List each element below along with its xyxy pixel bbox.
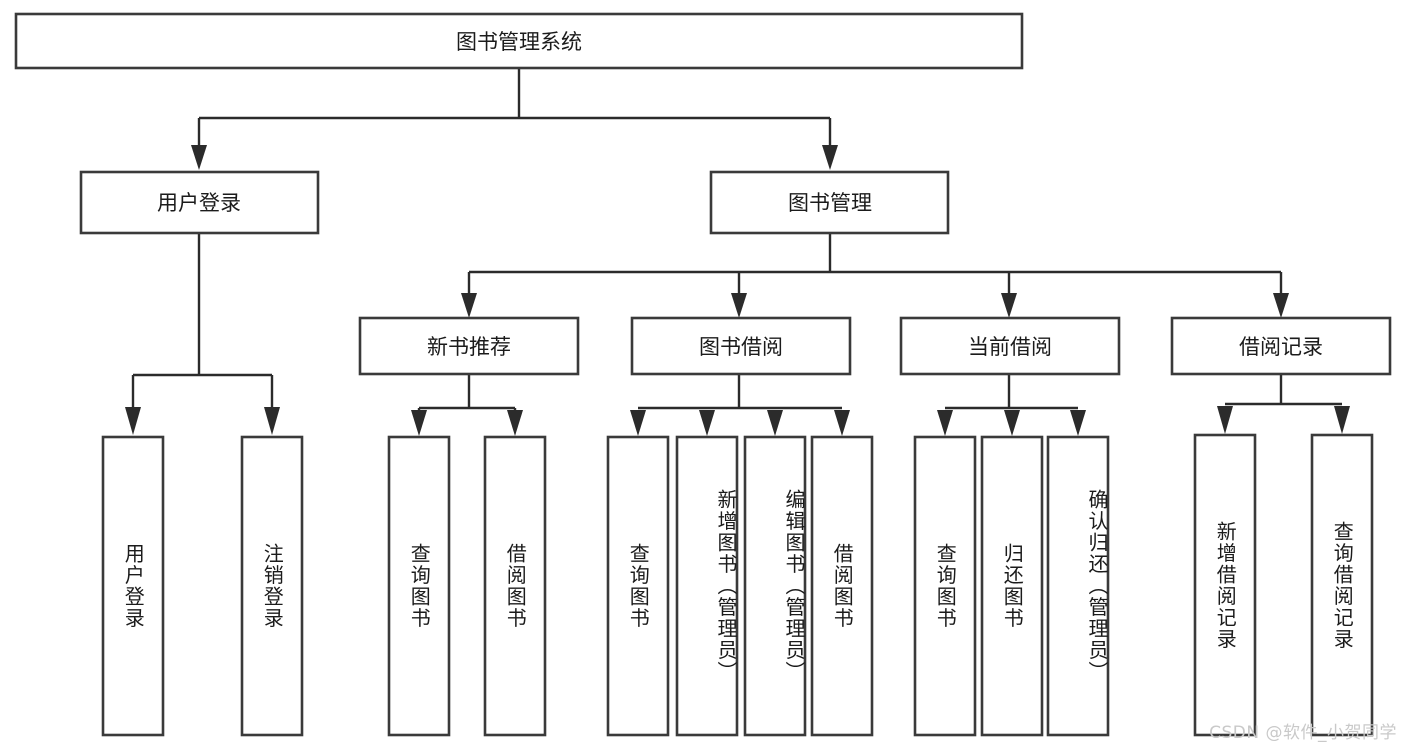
arrowhead-user-login — [191, 145, 207, 170]
node-current-borrow[interactable]: 当前借阅 — [899, 316, 1121, 376]
node-book-borrow-label: 图书借阅 — [699, 335, 783, 359]
leaf-box-current-borrow-2[interactable] — [1046, 435, 1110, 737]
connector-group-root — [191, 68, 838, 170]
connector-group-user-login — [125, 233, 280, 435]
node-current-borrow-label: 当前借阅 — [968, 335, 1052, 359]
arrowhead-currentborrow-leaf-3 — [1070, 410, 1086, 436]
node-new-book-recommend-box[interactable] — [358, 316, 580, 376]
leaf-box-user-login-0[interactable] — [101, 435, 165, 737]
leaf-box-borrow-record-1[interactable] — [1310, 433, 1374, 737]
arrowhead-leaf-user-login — [125, 407, 141, 435]
arrowhead-new-book — [461, 293, 477, 318]
node-book-manage-box[interactable] — [709, 170, 950, 235]
arrowhead-current-borrow — [1001, 293, 1017, 318]
leaf-box-current-borrow-0[interactable] — [913, 435, 977, 737]
node-root-label: 图书管理系统 — [456, 30, 582, 54]
arrowhead-newbook-leaf-2 — [507, 410, 523, 436]
node-user-login[interactable]: 用户登录 — [79, 170, 320, 235]
node-borrow-record-label: 借阅记录 — [1239, 335, 1323, 359]
leaf-box-new-book-0[interactable] — [387, 435, 451, 737]
arrowhead-bookborrow-leaf-4 — [834, 410, 850, 436]
arrowhead-borrowrecord-leaf-1 — [1217, 406, 1233, 434]
arrowhead-bookborrow-leaf-3 — [767, 410, 783, 436]
arrowhead-bookborrow-leaf-1 — [630, 410, 646, 436]
arrowhead-book-borrow — [731, 293, 747, 318]
node-new-book-recommend[interactable]: 新书推荐 — [358, 316, 580, 376]
leaf-box-borrow-record-0[interactable] — [1193, 433, 1257, 737]
leaf-box-book-borrow-2[interactable] — [743, 435, 807, 737]
leaf-box-user-login-1[interactable] — [240, 435, 304, 737]
node-book-manage[interactable]: 图书管理 — [709, 170, 950, 235]
node-user-login-label: 用户登录 — [157, 191, 241, 215]
connector-group-book-borrow — [630, 374, 850, 436]
node-borrow-record-box[interactable] — [1170, 316, 1392, 376]
arrowhead-borrow-record — [1273, 293, 1289, 318]
node-borrow-record[interactable]: 借阅记录 — [1170, 316, 1392, 376]
leaf-box-book-borrow-3[interactable] — [810, 435, 874, 737]
leaf-box-current-borrow-1[interactable] — [980, 435, 1044, 737]
arrowhead-currentborrow-leaf-1 — [937, 410, 953, 436]
node-new-book-recommend-label: 新书推荐 — [427, 335, 511, 359]
arrowhead-bookborrow-leaf-2 — [699, 410, 715, 436]
node-book-manage-label: 图书管理 — [788, 191, 872, 215]
leaf-box-new-book-1[interactable] — [483, 435, 547, 737]
node-current-borrow-box[interactable] — [899, 316, 1121, 376]
arrowhead-currentborrow-leaf-2 — [1004, 410, 1020, 436]
arrowhead-leaf-logout — [264, 407, 280, 435]
node-book-borrow[interactable]: 图书借阅 — [630, 316, 852, 376]
arrowhead-newbook-leaf-1 — [411, 410, 427, 436]
arrowhead-borrowrecord-leaf-2 — [1334, 406, 1350, 434]
node-user-login-box[interactable] — [79, 170, 320, 235]
leaf-box-book-borrow-1[interactable] — [675, 435, 739, 737]
connector-group-borrow-record — [1217, 374, 1350, 434]
leaf-box-book-borrow-0[interactable] — [606, 435, 670, 737]
arrowhead-book-manage — [822, 145, 838, 170]
node-book-borrow-box[interactable] — [630, 316, 852, 376]
node-root-box[interactable] — [14, 12, 1024, 70]
connector-group-current-borrow — [937, 374, 1086, 436]
connector-group-book-manage — [461, 233, 1289, 318]
connector-group-new-book — [411, 374, 523, 436]
node-root[interactable]: 图书管理系统 — [14, 12, 1024, 70]
csdn-watermark: CSDN @软件_小贺同学 — [1209, 723, 1397, 743]
